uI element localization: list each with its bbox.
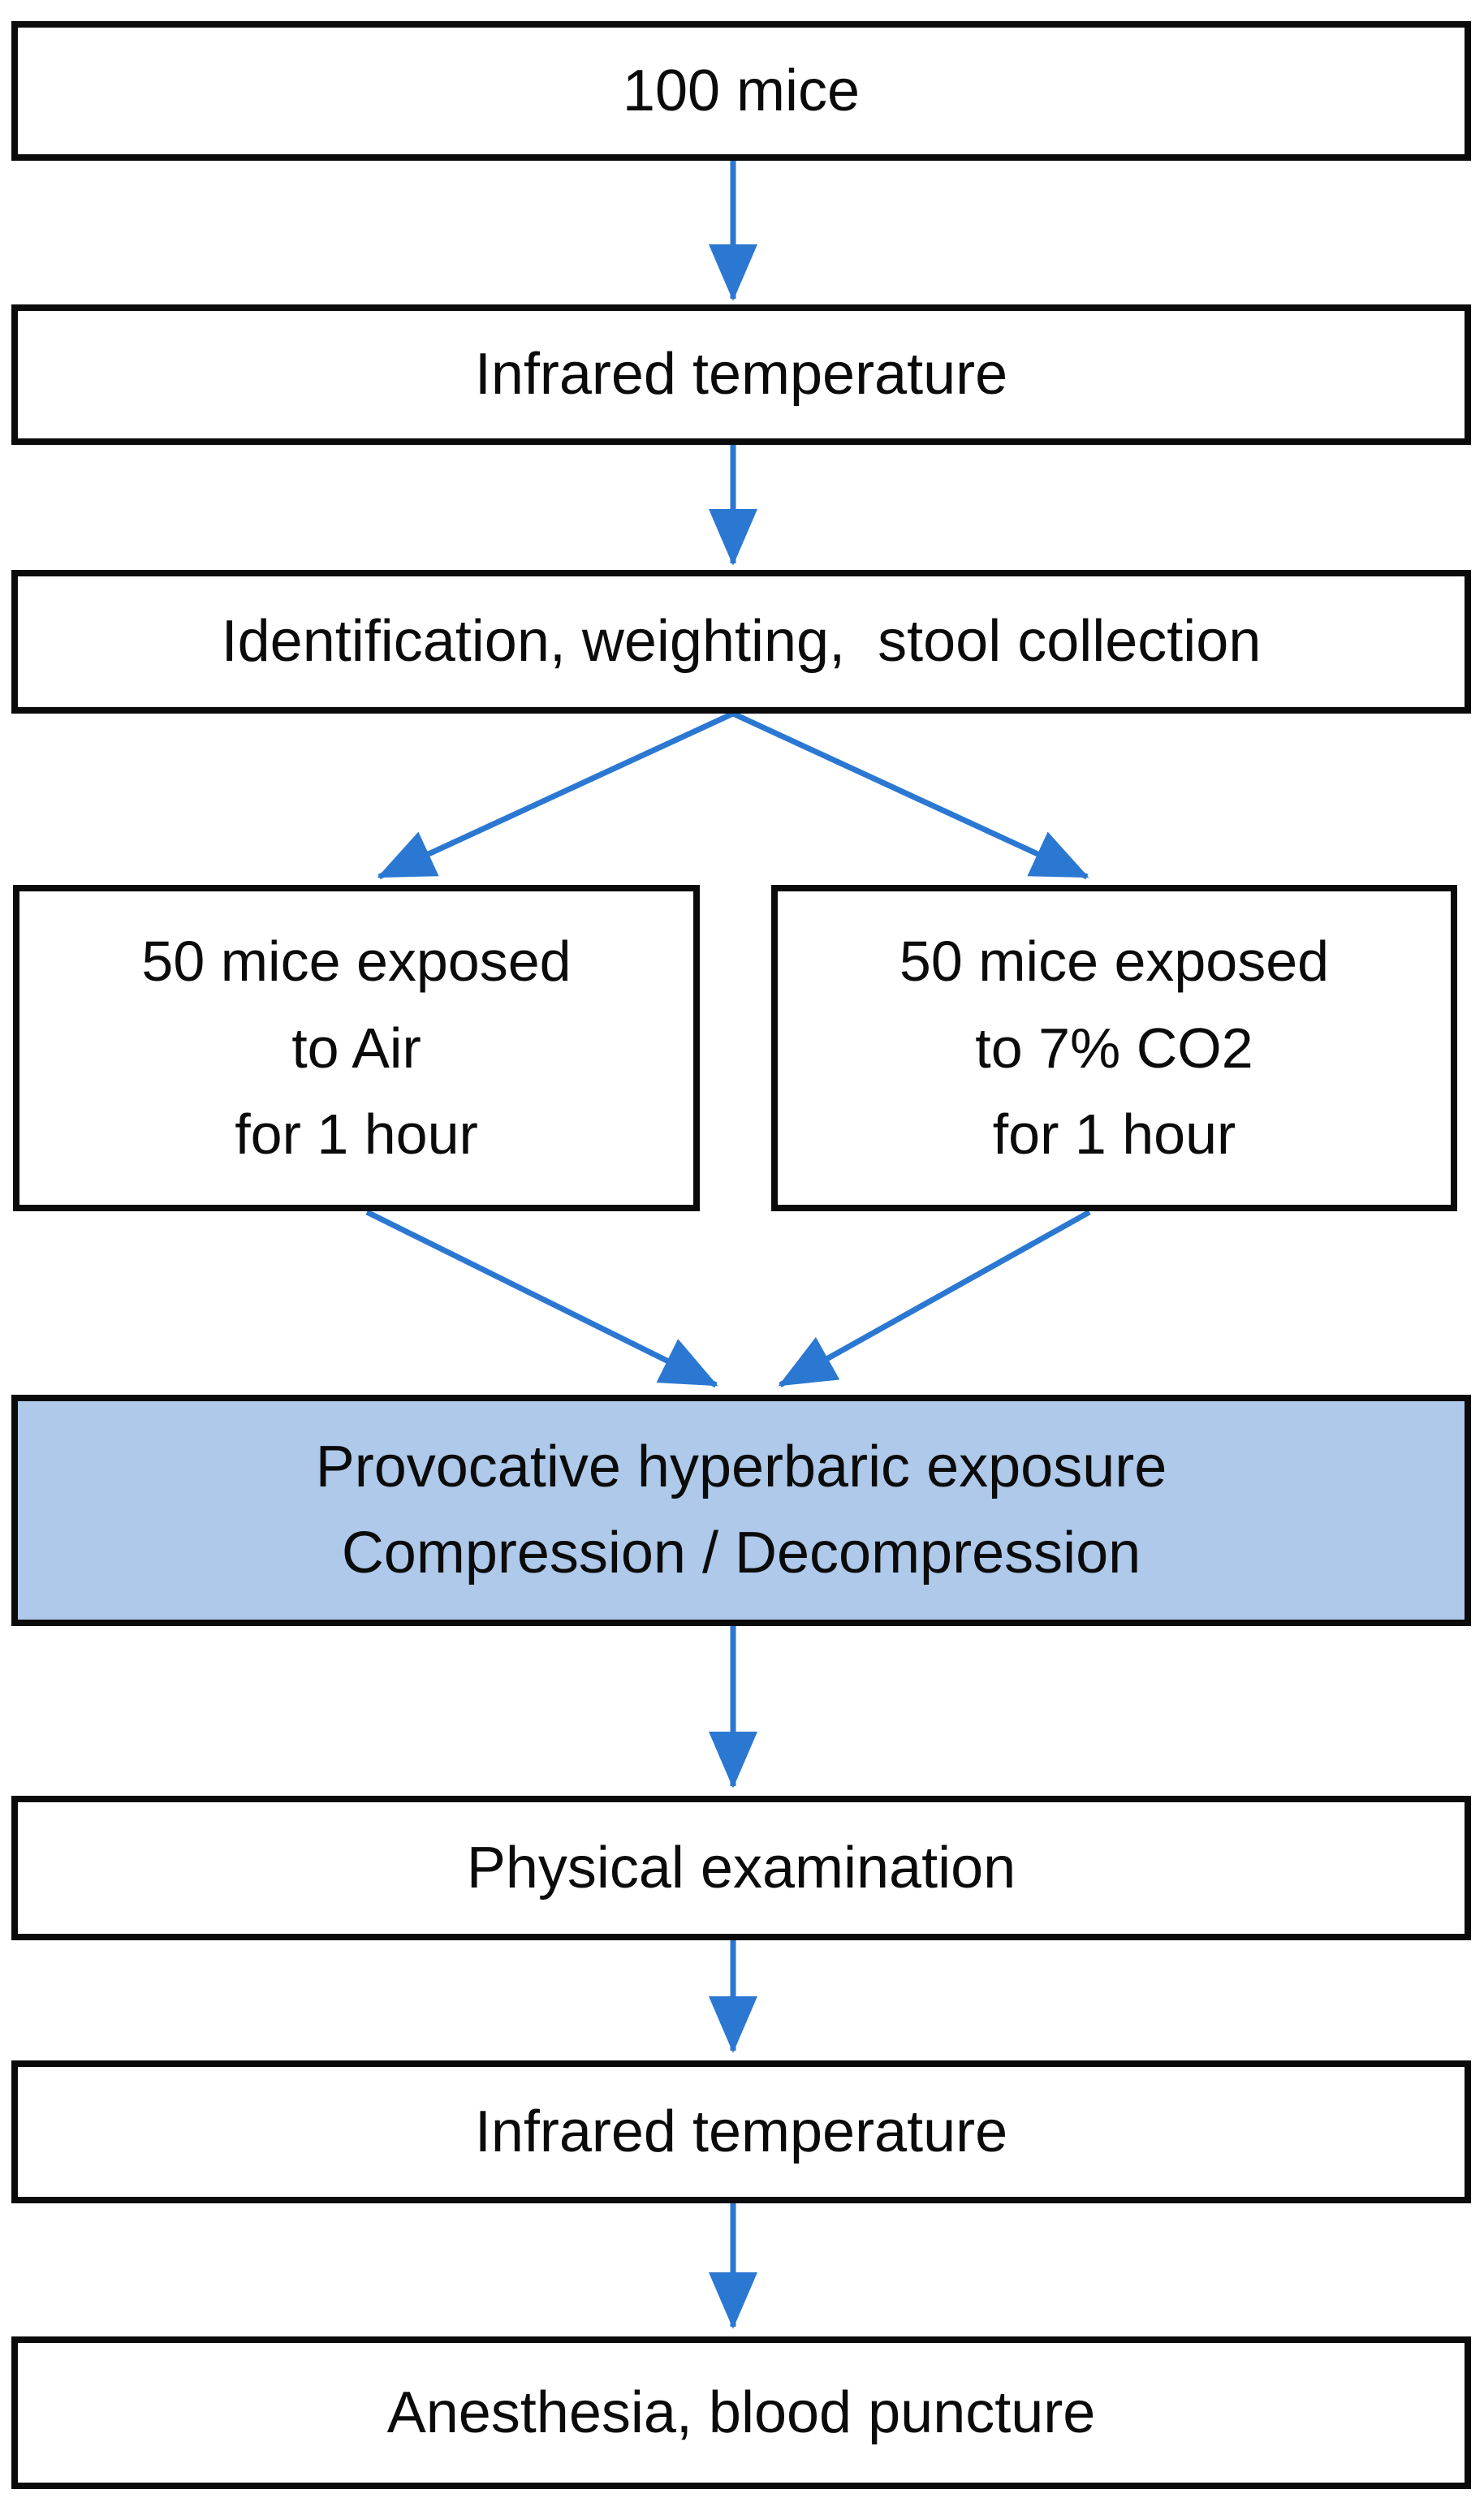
node-co2-group-line-3: for 1 hour — [992, 1102, 1236, 1167]
node-anesthesia-blood-puncture: Anesthesia, blood puncture — [11, 2336, 1471, 2489]
node-anesthesia-label: Anesthesia, blood puncture — [386, 2379, 1096, 2445]
node-air-group-line-1: 50 mice exposed — [141, 930, 572, 994]
node-co2-group-line-1: 50 mice exposed — [899, 930, 1330, 994]
node-air-group-line-3: for 1 hour — [235, 1102, 478, 1167]
node-physical-examination-label: Physical examination — [466, 1835, 1016, 1901]
node-infrared-temperature-1-label: Infrared temperature — [474, 342, 1008, 408]
node-air-group-line-2: to Air — [291, 1016, 421, 1080]
node-hyperbaric-line-1: Provocative hyperbaric exposure — [315, 1435, 1167, 1500]
node-infrared-temperature-2-label: Infrared temperature — [474, 2099, 1008, 2164]
node-identification-label: Identification, weighting, stool collect… — [221, 609, 1262, 675]
arrow-identification-to-co2 — [731, 710, 1089, 880]
arrow-identification-to-air — [377, 710, 735, 880]
node-infrared-temperature-1: Infrared temperature — [11, 304, 1471, 445]
arrow-co2-to-hyperbaric — [778, 1209, 1091, 1388]
node-hyperbaric-exposure: Provocative hyperbaric exposure Compress… — [11, 1395, 1471, 1626]
arrow-air-to-hyperbaric — [365, 1209, 718, 1388]
node-co2-group: 50 mice exposed to 7% CO2 for 1 hour — [771, 885, 1457, 1211]
node-infrared-temperature-2: Infrared temperature — [11, 2060, 1471, 2203]
node-identification-weighting-stool: Identification, weighting, stool collect… — [11, 570, 1471, 714]
node-hyperbaric-line-2: Compression / Decompression — [341, 1520, 1141, 1586]
node-100-mice-label: 100 mice — [622, 58, 861, 123]
node-physical-examination: Physical examination — [11, 1796, 1471, 1940]
node-air-group: 50 mice exposed to Air for 1 hour — [13, 885, 700, 1211]
node-co2-group-line-2: to 7% CO2 — [975, 1016, 1253, 1080]
node-100-mice: 100 mice — [11, 21, 1471, 161]
